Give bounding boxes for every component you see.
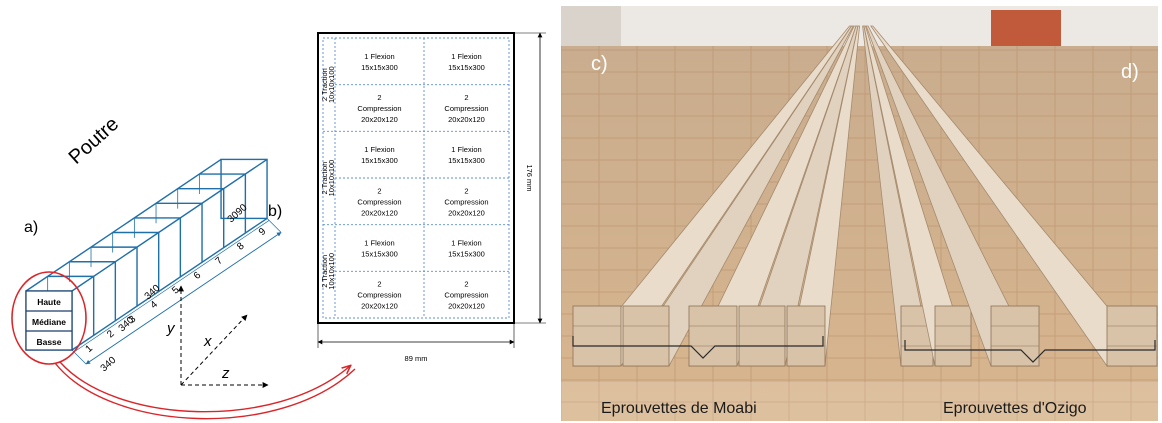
panel-label-a-text: a): [24, 219, 38, 236]
axes: y x z: [166, 285, 269, 388]
cell-text: 2: [377, 280, 381, 289]
axis-x-label: x: [203, 333, 212, 350]
cell-text: 20x20x120: [448, 302, 485, 311]
cell-text: 15x15x300: [448, 63, 485, 72]
layer-mediane: Médiane: [32, 317, 66, 327]
cell-text: Compression: [357, 291, 401, 300]
cell-text: 20x20x120: [361, 302, 398, 311]
traction-dims: 10x10x100: [327, 253, 336, 290]
cell-text: 15x15x300: [361, 63, 398, 72]
segment-number: 1: [83, 343, 95, 355]
cell-text: 15x15x300: [361, 156, 398, 165]
axis-z-label: z: [221, 365, 230, 382]
stick-end-face: [572, 305, 622, 367]
dim-seg1: 340: [99, 355, 119, 375]
cell-text: 2: [377, 93, 381, 102]
transfer-arrow: [54, 361, 356, 420]
stick-end-face: [934, 305, 972, 367]
cutting-plan-grid: [322, 37, 510, 319]
traction-label: 2 Traction: [320, 162, 329, 195]
caption-moabi: Eprouvettes de Moabi: [601, 400, 757, 417]
segment-number: 7: [214, 255, 226, 267]
stick-end-face: [1106, 305, 1158, 367]
segment-number: 3: [127, 313, 139, 325]
cell-text: 1 Flexion: [364, 239, 394, 248]
caption-ozigo: Eprouvettes d'Ozigo: [943, 400, 1087, 417]
cell-text: 2: [464, 93, 468, 102]
segment-number: 5: [170, 284, 182, 296]
cell-text: Compression: [357, 104, 401, 113]
cell-text: 2: [464, 186, 468, 195]
segment-number: 8: [235, 240, 247, 252]
beam-title: Poutre: [65, 113, 124, 169]
dim-total: 3090: [226, 202, 250, 225]
cell-text: 2: [377, 186, 381, 195]
stick-end-face: [688, 305, 738, 367]
cell-text: 20x20x120: [448, 115, 485, 124]
section-highlight-circle: [11, 271, 87, 365]
cell-text: 20x20x120: [361, 208, 398, 217]
stick-end-face: [786, 305, 826, 367]
cell-text: 15x15x300: [448, 250, 485, 259]
cell-text: 20x20x120: [361, 115, 398, 124]
specimens-photo: c) d) Eprouvettes de Moabi Eprouvettes d…: [561, 6, 1158, 421]
traction-dims: 10x10x100: [327, 160, 336, 197]
cell-text: 20x20x120: [448, 208, 485, 217]
panel-label-a: a): [24, 219, 38, 236]
cell-text: 1 Flexion: [364, 52, 394, 61]
layer-haute: Haute: [37, 297, 61, 307]
group-brace-ozigo: [904, 340, 1156, 363]
cell-text: 1 Flexion: [451, 239, 481, 248]
cell-text: 1 Flexion: [364, 145, 394, 154]
diagram-panel: a) Poutre Haute Médiane Basse 123456789 …: [11, 32, 546, 420]
group-brace-moabi: [572, 336, 824, 359]
traction-label: 2 Traction: [320, 255, 329, 288]
axis-y-label: y: [166, 320, 176, 337]
segment-number: 2: [105, 328, 117, 340]
traction-label: 2 Traction: [320, 68, 329, 101]
cell-text: 1 Flexion: [451, 145, 481, 154]
traction-dims: 10x10x100: [327, 66, 336, 103]
cell-text: Compression: [444, 291, 488, 300]
cell-text: Compression: [357, 197, 401, 206]
height-dimension: 176 mm: [525, 164, 534, 191]
background-box: [991, 10, 1061, 48]
cell-text: Compression: [444, 197, 488, 206]
stick-end-face: [738, 305, 786, 367]
segment-number: 4: [148, 299, 160, 311]
segment-number: 9: [257, 226, 269, 238]
cell-text: 15x15x300: [361, 250, 398, 259]
segment-number: 6: [192, 270, 204, 282]
specimen-beams: [572, 25, 1158, 367]
width-dimension: 89 mm: [405, 354, 428, 363]
panel-label-c: c): [591, 53, 608, 75]
stick-end-face: [622, 305, 670, 367]
stick-end-face: [990, 305, 1040, 367]
cell-text: Compression: [444, 104, 488, 113]
cell-text: 1 Flexion: [451, 52, 481, 61]
dim-seg3: 340: [143, 283, 163, 303]
panel-label-d: d): [1121, 61, 1139, 83]
panel-label-b: b): [268, 203, 282, 220]
cross-section: Haute Médiane Basse: [11, 271, 87, 365]
cell-text: 15x15x300: [448, 156, 485, 165]
layer-basse: Basse: [36, 337, 61, 347]
cell-text: 2: [464, 280, 468, 289]
